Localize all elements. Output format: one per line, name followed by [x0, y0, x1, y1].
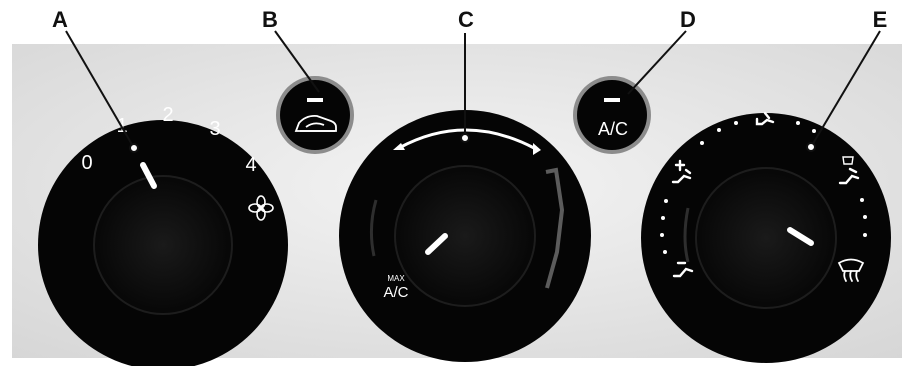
- airflow-left-arc: [683, 207, 690, 263]
- temperature-hot-arc: [545, 167, 565, 289]
- fan-speed-label-2: 2: [162, 104, 173, 126]
- callout-line-a: [65, 30, 135, 149]
- windscreen-defrost-icon: [837, 258, 865, 282]
- callout-dot-e: [806, 142, 816, 152]
- temperature-pointer: [425, 233, 448, 255]
- ac-button-label: A/C: [598, 119, 628, 139]
- temperature-knob[interactable]: MAX A/C: [339, 110, 591, 362]
- ac-button[interactable]: A/C: [573, 76, 651, 154]
- airflow-pointer: [787, 227, 814, 246]
- callout-line-e: [810, 30, 881, 148]
- callout-label-b: B: [262, 7, 278, 32]
- callout-line-b: [274, 30, 320, 93]
- recirculation-indicator-light: [307, 98, 323, 102]
- callout-dot-c: [460, 133, 470, 143]
- max-ac-label: A/C: [383, 284, 408, 301]
- fan-speed-label-4: 4: [245, 154, 256, 176]
- callout-label-c: C: [458, 7, 474, 32]
- fan-speed-pointer: [140, 162, 157, 189]
- recirculation-car-icon: [294, 114, 337, 132]
- callout-dot-a: [129, 143, 139, 153]
- callout-label-a: A: [52, 7, 68, 32]
- fan-speed-label-3: 3: [209, 118, 220, 140]
- temperature-left-arc: [369, 199, 378, 257]
- callout-label-d: D: [680, 7, 696, 32]
- vent-face-icon: [755, 111, 775, 126]
- temperature-cold-arc-end-right: [533, 143, 541, 155]
- vent-face-feet-icon: [671, 159, 692, 184]
- vent-feet-icon: [672, 261, 694, 278]
- recirculation-button[interactable]: [276, 76, 354, 154]
- temperature-cold-arc-end-left: [393, 143, 405, 150]
- callout-label-e: E: [873, 7, 888, 32]
- vent-feet-defrost-icon: [838, 156, 860, 185]
- airflow-dot-scale: [660, 121, 867, 254]
- fan-icon: [248, 195, 274, 221]
- fan-speed-knob[interactable]: 0 1 2 3 4: [38, 104, 288, 366]
- ac-indicator-light: [604, 98, 620, 102]
- air-distribution-knob[interactable]: [641, 111, 891, 363]
- max-label: MAX: [387, 274, 405, 283]
- callout-line-d: [627, 30, 687, 95]
- fan-speed-label-0: 0: [81, 152, 92, 174]
